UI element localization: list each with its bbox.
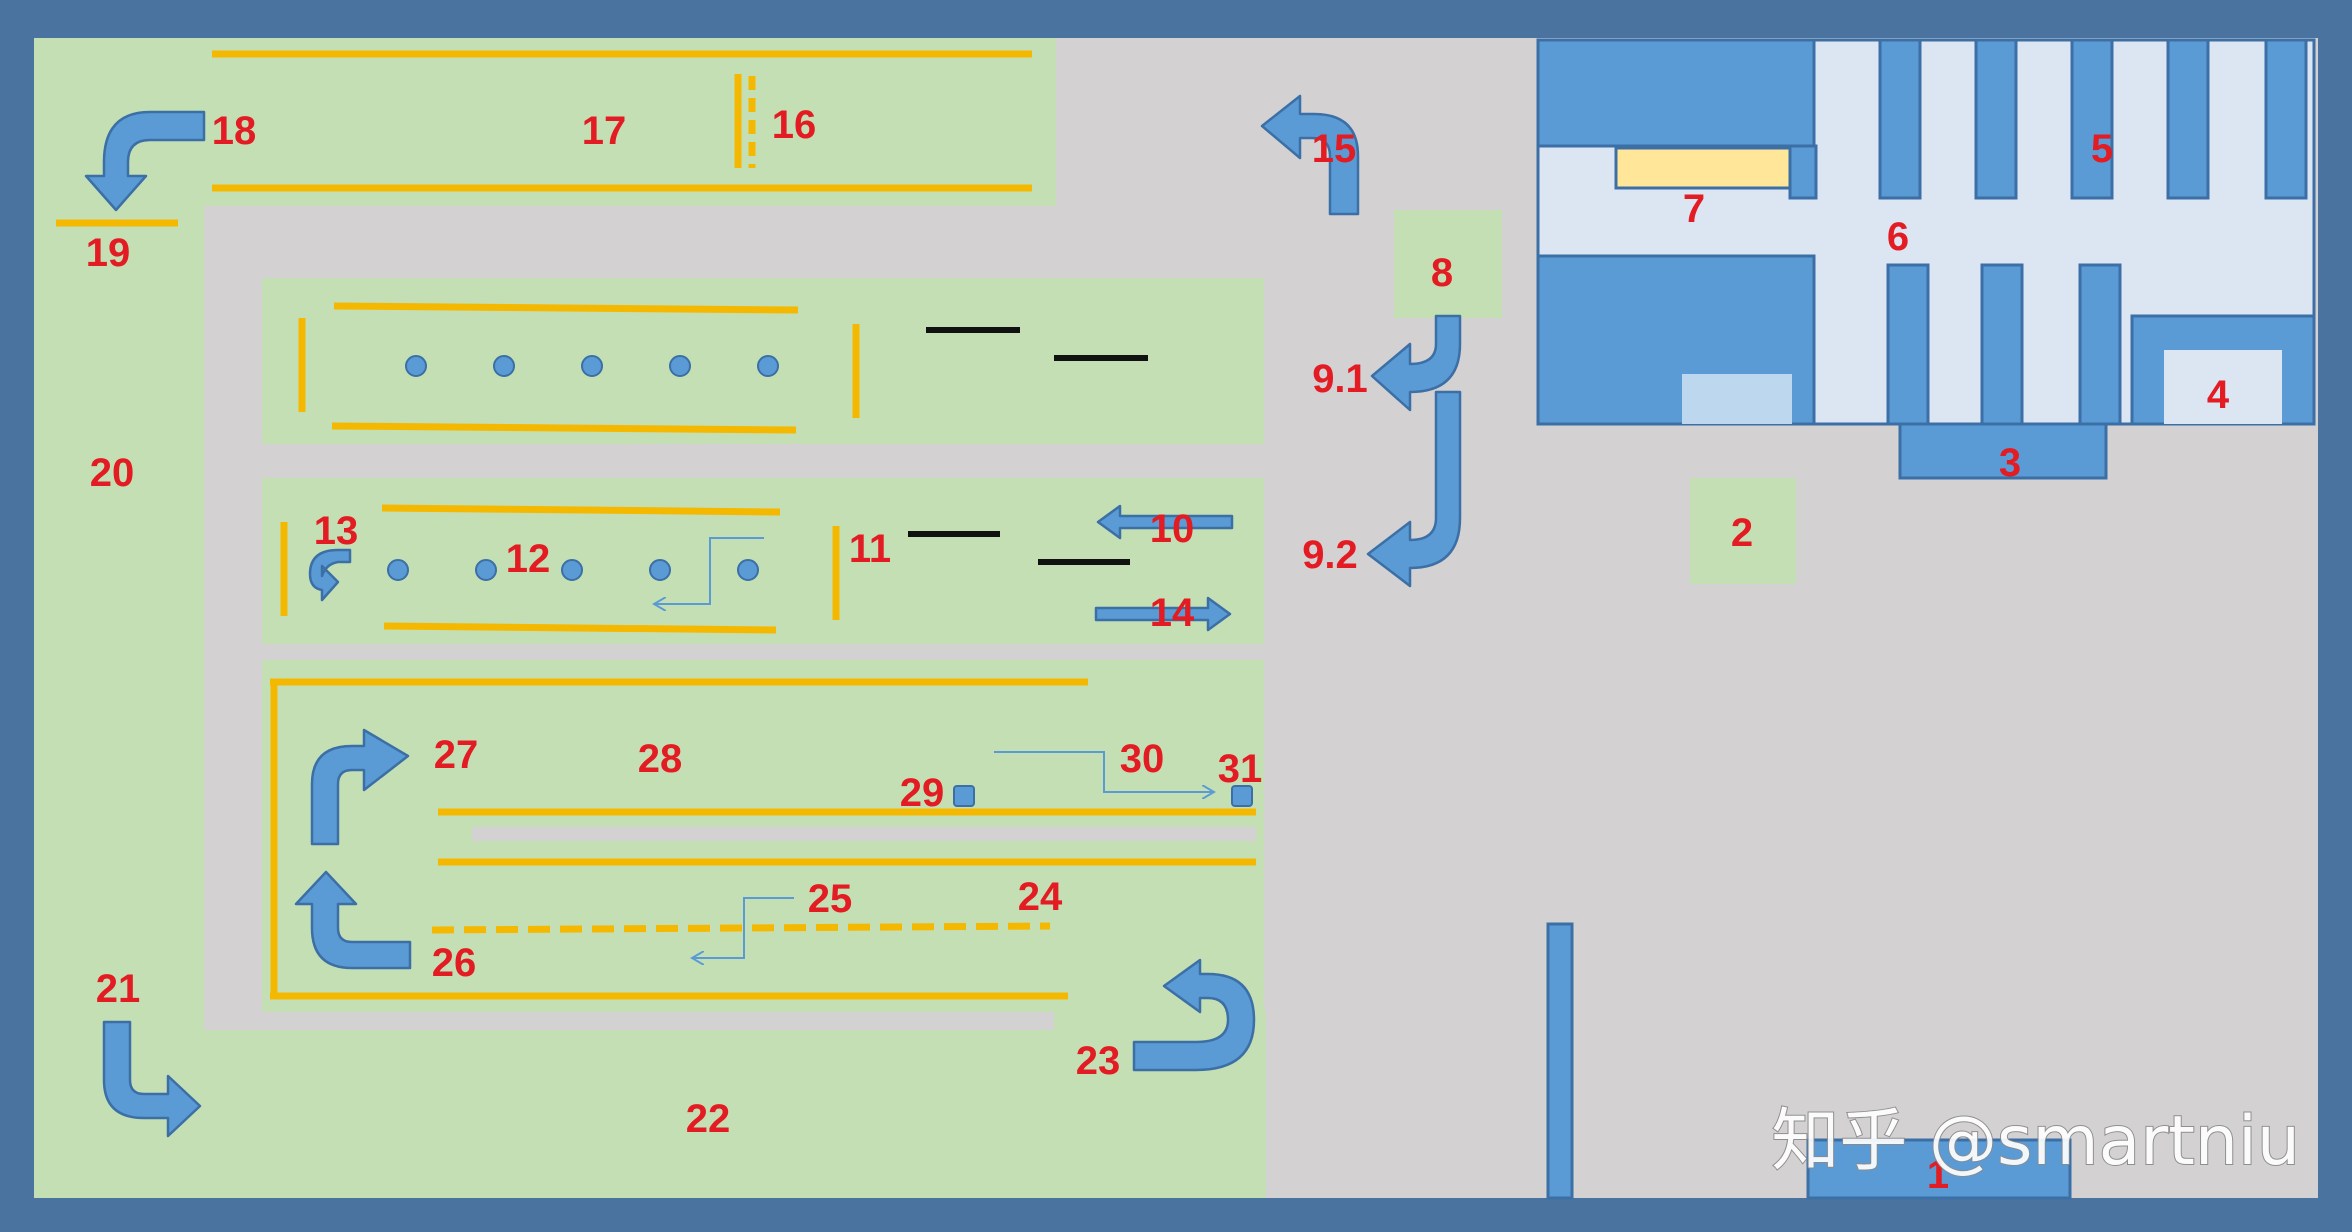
label-21: 21	[96, 967, 141, 1011]
label-4: 4	[2207, 373, 2230, 417]
column-top-3	[2070, 38, 2114, 200]
label-14: 14	[1150, 591, 1195, 635]
room-4-inner	[2164, 350, 2282, 424]
column-top-5	[2264, 38, 2308, 200]
watermark: 知乎 @smartniu	[1771, 1102, 2300, 1181]
thin-paths	[654, 537, 1214, 958]
marker-31	[1231, 785, 1253, 807]
label-5: 5	[2091, 127, 2113, 171]
label-16: 16	[772, 103, 817, 147]
post-bottom	[1546, 922, 1574, 1200]
column-top-4	[2166, 38, 2210, 200]
label-7: 7	[1683, 187, 1705, 231]
bollard-b2	[475, 559, 497, 581]
label-17: 17	[582, 109, 627, 153]
label-15: 15	[1312, 127, 1357, 171]
building	[1536, 38, 2316, 480]
bollard-a3	[581, 355, 603, 377]
label-13: 13	[314, 509, 359, 553]
label-1: 1	[1927, 1153, 1949, 1197]
label-20: 20	[90, 451, 135, 495]
label-12: 12	[506, 537, 551, 581]
label-9-2: 9.2	[1302, 533, 1358, 577]
arrow-21	[102, 1020, 202, 1138]
label-25: 25	[808, 877, 853, 921]
label-28: 28	[638, 737, 683, 781]
label-19: 19	[86, 231, 131, 275]
block-arrows	[84, 94, 1462, 1138]
room-7-side	[1788, 144, 1818, 200]
number-labels: 1 2 3 4 5 6 7 8 9.1 9.2 10 11 12 13 14 1…	[86, 103, 2230, 1197]
label-23: 23	[1076, 1039, 1121, 1083]
row-b-bottom	[383, 622, 777, 634]
column-bottom-1	[1886, 263, 1930, 426]
label-18: 18	[212, 109, 257, 153]
arrow-23	[1132, 958, 1256, 1072]
column-bottom-2	[1980, 263, 2024, 426]
bollard-a1	[405, 355, 427, 377]
label-6: 6	[1887, 215, 1909, 259]
bollard-b4	[649, 559, 671, 581]
zone-bottom-strip	[34, 1030, 1266, 1198]
label-2: 2	[1731, 511, 1753, 555]
label-26: 26	[432, 941, 477, 985]
label-11: 11	[849, 527, 891, 571]
bollard-b1	[387, 559, 409, 581]
bollard-a4	[669, 355, 691, 377]
path-12	[654, 537, 764, 604]
column-top-2	[1974, 38, 2018, 200]
marker-29	[953, 785, 975, 807]
lane-lines	[56, 50, 1256, 1000]
label-30: 30	[1120, 737, 1165, 781]
row-a-top	[333, 302, 799, 314]
label-10: 10	[1150, 507, 1195, 551]
column-bottom-3	[2078, 263, 2122, 426]
area-2	[1690, 478, 1796, 584]
arrow-13	[308, 548, 352, 602]
block-3	[1898, 422, 2108, 480]
label-27: 27	[434, 733, 479, 777]
room-top-left	[1536, 38, 1816, 148]
bollard-a5	[757, 355, 779, 377]
label-3: 3	[1999, 441, 2021, 485]
label-31: 31	[1218, 747, 1263, 791]
arrow-9-1	[1370, 314, 1462, 412]
black-bars	[908, 327, 1148, 565]
zone-left-strip	[34, 38, 204, 1198]
path-25	[692, 897, 794, 958]
area-8	[1394, 210, 1502, 318]
label-22: 22	[686, 1097, 731, 1141]
line-25-dashed	[431, 922, 1051, 934]
arrow-10	[1096, 504, 1234, 540]
label-24: 24	[1018, 875, 1063, 919]
label-29: 29	[900, 771, 945, 815]
path-30	[994, 751, 1214, 792]
row-a-bottom	[331, 422, 797, 434]
bollard-b5	[737, 559, 759, 581]
block-1	[1806, 1138, 2072, 1200]
row-b-top	[381, 504, 781, 516]
bollard-b3	[561, 559, 583, 581]
row-c-aisle	[472, 827, 1256, 841]
bollard-a2	[493, 355, 515, 377]
arrow-9-2	[1366, 390, 1462, 588]
arrow-18	[84, 110, 206, 212]
column-top-1	[1878, 38, 1922, 200]
pale-block	[1682, 374, 1792, 424]
arrow-15	[1260, 94, 1360, 216]
label-8: 8	[1431, 251, 1453, 295]
room-7	[1614, 146, 1792, 190]
label-9-1: 9.1	[1312, 357, 1368, 401]
arrow-26	[294, 870, 412, 970]
arrow-27	[310, 728, 410, 846]
bollards	[387, 355, 779, 581]
arrow-14	[1094, 596, 1232, 632]
